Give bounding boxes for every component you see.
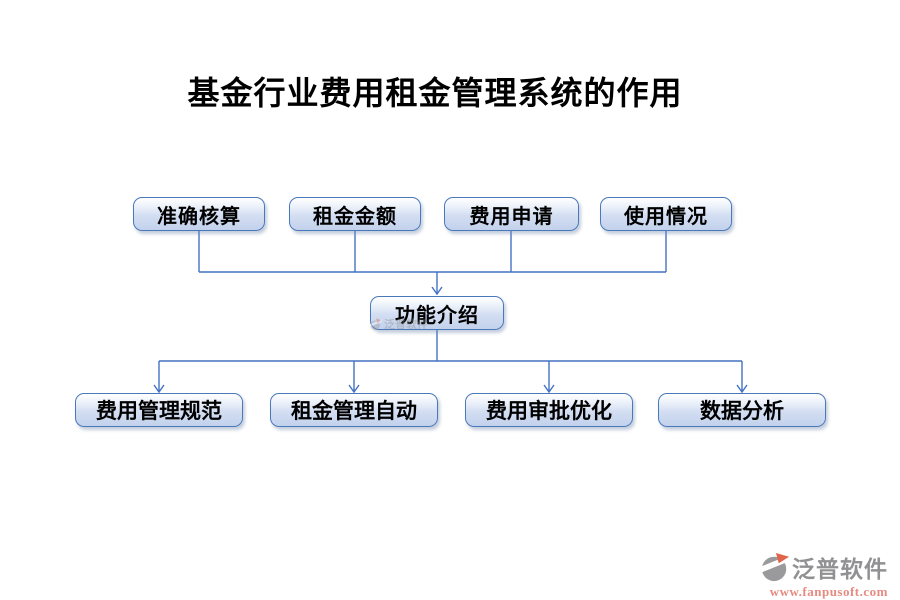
brand-name: 泛普软件	[792, 556, 888, 582]
node-function-introduction: 功能介绍	[370, 296, 504, 330]
node-usage-status: 使用情况	[600, 197, 732, 231]
arrow-bottom-1	[153, 361, 165, 394]
brand-url: www.fanpusoft.com	[769, 584, 888, 599]
arrow-bottom-2	[348, 361, 360, 394]
top-bus-lines	[198, 231, 667, 273]
fanpu-logo-icon	[760, 552, 790, 582]
node-expense-management-standard: 费用管理规范	[75, 393, 243, 427]
arrowhead-center	[431, 286, 443, 296]
bottom-bus-lines	[159, 330, 742, 362]
node-accurate-accounting: 准确核算	[133, 197, 265, 231]
node-expense-application: 费用申请	[444, 197, 579, 231]
arrow-bottom-3	[543, 361, 555, 394]
diagram-title: 基金行业费用租金管理系统的作用	[187, 75, 683, 111]
node-rent-amount: 租金金额	[289, 197, 421, 231]
arrow-bottom-4	[736, 361, 748, 394]
node-expense-approval-optimization: 费用审批优化	[465, 393, 633, 427]
brand-watermark: 泛普软件 www.fanpusoft.com	[748, 550, 888, 600]
node-rent-management-automation: 租金管理自动	[270, 393, 438, 427]
node-data-analysis: 数据分析	[658, 393, 826, 427]
